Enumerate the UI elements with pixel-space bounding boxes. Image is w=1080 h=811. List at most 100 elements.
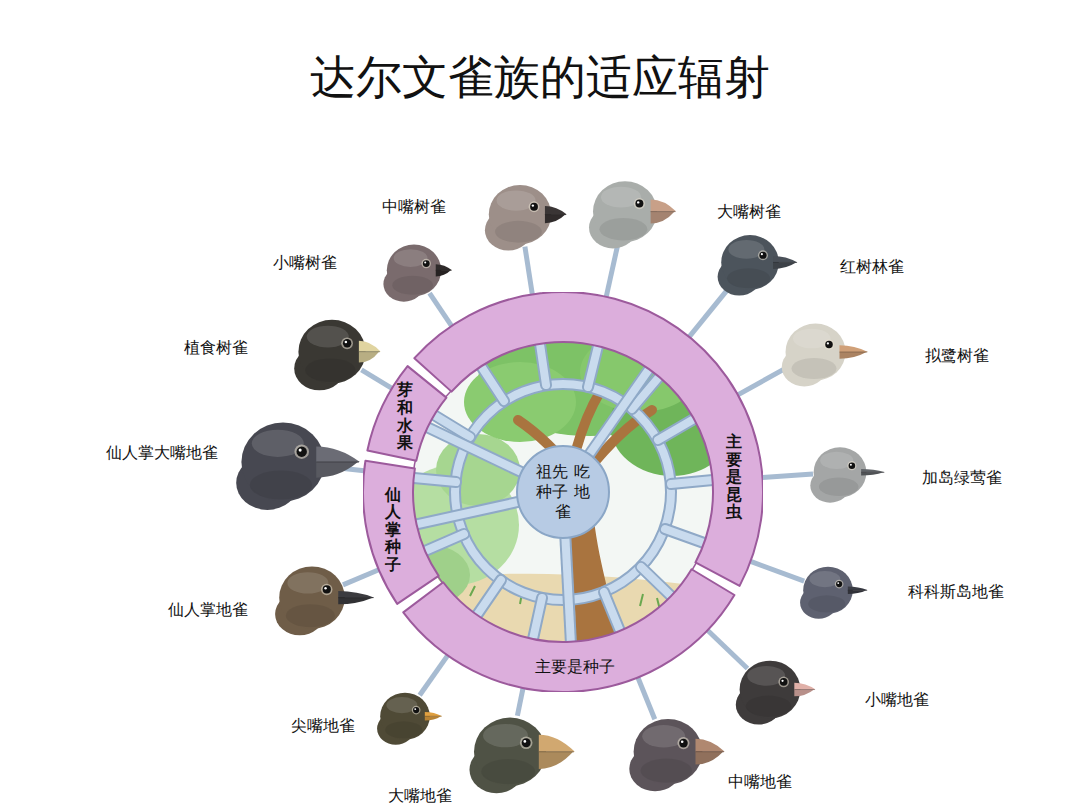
eye <box>759 251 766 258</box>
band-shape <box>403 569 734 692</box>
eye-ring <box>529 202 540 213</box>
eye-ring <box>823 339 834 350</box>
beak-line <box>436 269 452 270</box>
branch-outline <box>428 427 522 472</box>
spoke-stroke <box>762 474 813 478</box>
finch-head: 仙人掌地雀 <box>271 555 386 637</box>
beak-line <box>545 214 566 215</box>
beak-upper <box>651 200 677 212</box>
finch-picture <box>714 225 815 297</box>
diet-label: 主要是昆虫 <box>726 433 742 521</box>
eye-ring <box>421 258 431 268</box>
species-label: 植食树雀 <box>184 338 248 358</box>
head-shade <box>286 605 335 628</box>
beak-line <box>794 689 815 690</box>
beak-upper <box>794 683 815 690</box>
beak-line <box>539 751 574 752</box>
beak-upper <box>839 345 868 352</box>
eye-ring <box>412 705 421 714</box>
beak-upper <box>436 264 452 270</box>
beak-line <box>359 351 380 352</box>
eye-glint <box>524 740 527 743</box>
spoke-stroke <box>430 293 452 326</box>
eye-glint <box>761 253 763 255</box>
head-shade <box>640 759 692 783</box>
spoke-stroke <box>638 677 655 719</box>
finch-picture <box>585 170 697 250</box>
beak-line <box>839 352 867 353</box>
head-shade <box>746 696 792 717</box>
finch-head: 拟鹭树雀 <box>778 313 883 388</box>
head-shade <box>305 359 355 383</box>
spoke-line <box>361 370 392 388</box>
finch-picture <box>374 684 461 746</box>
eye <box>343 339 351 347</box>
beak-upper <box>338 591 374 598</box>
lineage-branch <box>417 502 519 525</box>
species-label: 仙人掌地雀 <box>168 600 248 620</box>
head-shade <box>791 358 836 379</box>
finch-picture <box>271 555 386 637</box>
beak-line <box>696 751 724 752</box>
bird-head <box>803 566 853 613</box>
eye <box>297 446 307 456</box>
beak-line <box>773 261 797 262</box>
finch-head: 小嘴地雀 <box>732 650 838 726</box>
species-label: 加岛绿莺雀 <box>922 468 1002 488</box>
spoke-stroke <box>361 370 392 388</box>
species-label: 小嘴地雀 <box>865 690 929 710</box>
branch-outline <box>417 502 519 525</box>
beak-lower <box>696 752 724 765</box>
finch-picture <box>778 313 883 388</box>
beak-upper <box>848 586 868 590</box>
head-shade <box>250 470 312 499</box>
beak-upper <box>773 256 797 262</box>
eye <box>522 738 531 747</box>
eye-glint <box>681 741 684 744</box>
spoke-line <box>525 247 532 295</box>
spoke-line <box>638 677 655 719</box>
circle-shape <box>517 446 609 538</box>
species-label: 大嘴地雀 <box>388 786 452 806</box>
branch-fill <box>589 369 649 454</box>
diet-label: 仙人掌种子 <box>385 486 401 574</box>
spoke-line <box>606 244 618 297</box>
spoke-stroke <box>689 285 731 337</box>
beak-upper <box>316 446 360 462</box>
eye <box>679 739 688 748</box>
species-label: 大嘴树雀 <box>717 202 781 222</box>
spoke-line <box>708 630 748 668</box>
branch-fill <box>428 427 522 472</box>
beak-line <box>861 471 884 472</box>
head-shade <box>385 721 422 738</box>
eye-ring <box>778 677 789 688</box>
head-shade <box>819 477 859 495</box>
head-shade <box>495 221 542 243</box>
finch-picture <box>290 308 408 392</box>
finch-picture <box>797 558 884 620</box>
band-shape <box>367 366 446 461</box>
bird-head <box>634 719 703 784</box>
band-shape <box>414 292 763 586</box>
diagram-title: 达尔文雀族的适应辐射 <box>0 50 1080 105</box>
lineage-branch <box>565 538 570 642</box>
node-label: 祖先 吃种子 地雀 <box>532 462 594 522</box>
spoke-stroke <box>708 630 748 668</box>
finch-head: 仙人掌大嘴地雀 <box>231 408 377 512</box>
eye-glint <box>414 708 416 710</box>
species-label: 小嘴树雀 <box>273 253 337 273</box>
eye <box>323 586 331 594</box>
finch-head: 植食树雀 <box>290 308 408 392</box>
eye <box>413 707 419 713</box>
diet-label: 芽和水果 <box>397 381 413 451</box>
bird-head <box>380 692 430 739</box>
bird-head <box>740 661 801 719</box>
finch-picture <box>625 707 745 793</box>
spoke-line <box>420 655 448 695</box>
spoke-stroke <box>606 244 618 297</box>
finch-head: 大嘴树雀 <box>585 170 697 250</box>
eye-ring <box>634 198 645 209</box>
branch-fill <box>565 538 570 642</box>
beak-line <box>848 589 867 590</box>
